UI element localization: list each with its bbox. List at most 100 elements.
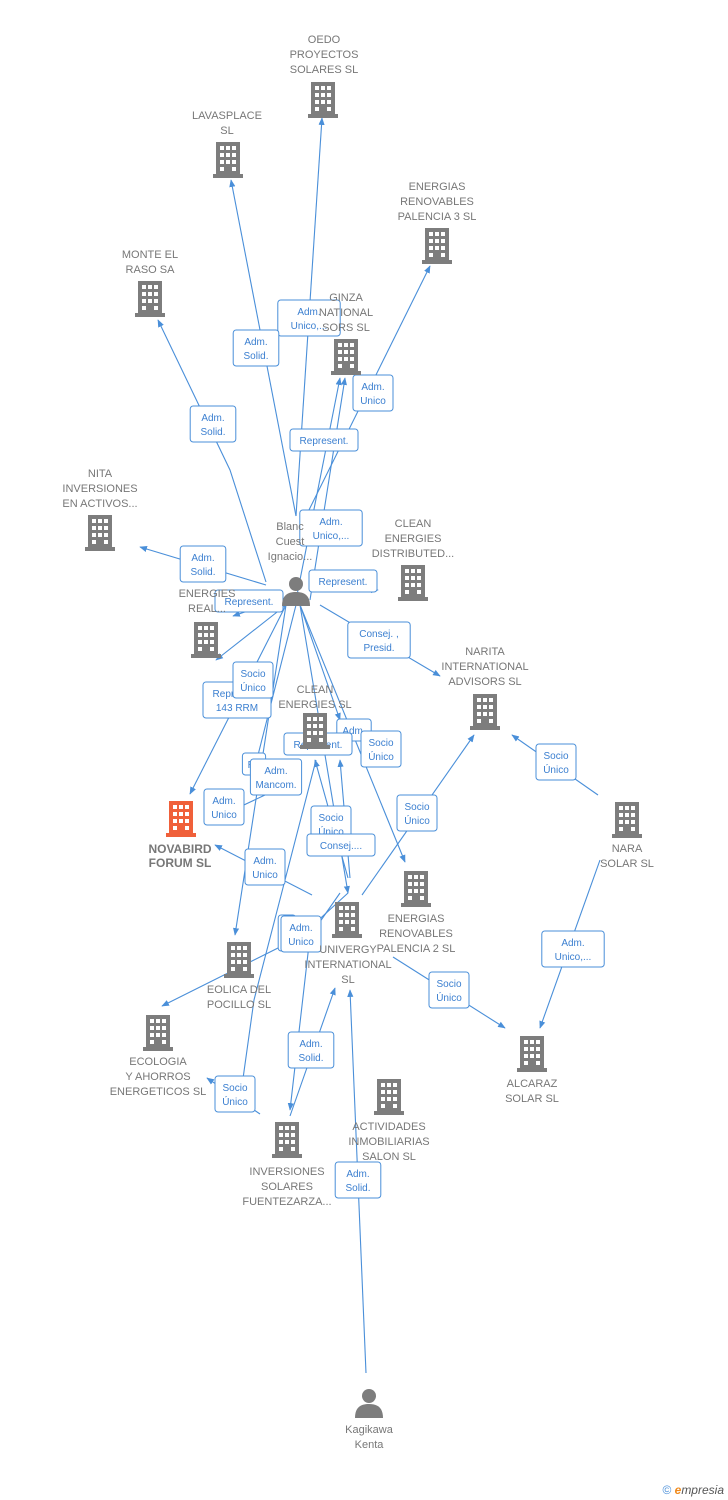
node-label: RASO SA bbox=[126, 264, 176, 276]
edge-label-text: Único bbox=[368, 750, 394, 763]
node-label: SOLAR SL bbox=[600, 858, 654, 870]
edge-label-17[interactable]: Adm.Mancom. bbox=[249, 758, 303, 796]
edge-label-text: Socio bbox=[368, 738, 393, 749]
edge-label-text: Adm. bbox=[201, 413, 224, 424]
empresia-footer[interactable]: © empresia bbox=[662, 1483, 724, 1497]
building-icon bbox=[272, 1122, 302, 1158]
node-label: Kenta bbox=[355, 1439, 385, 1451]
edge-label-text: Adm. bbox=[191, 553, 214, 564]
empresia-logo: empresia bbox=[674, 1483, 724, 1497]
edge-label-text: 143 RRM bbox=[216, 703, 258, 714]
edge-label-24[interactable]: Adm.Unico bbox=[280, 915, 322, 953]
node-cleandist[interactable]: CLEANENERGIESDISTRIBUTED... bbox=[372, 518, 455, 601]
edge-label-text: Solid. bbox=[243, 351, 268, 362]
node-label: RENOVABLES bbox=[400, 196, 474, 208]
node-blanco[interactable]: BlancCuestIgnacio... bbox=[268, 521, 313, 606]
edge-label-7[interactable]: Represent. bbox=[308, 569, 378, 593]
node-label: INTERNATIONAL bbox=[304, 959, 391, 971]
edge-label-28[interactable]: Adm.Solid. bbox=[287, 1031, 335, 1069]
edge-label-text: Socio bbox=[222, 1083, 247, 1094]
edge-label-text: Único bbox=[404, 814, 430, 827]
node-label: ALCARAZ bbox=[507, 1078, 558, 1090]
edge-label-2[interactable]: Adm.Unico bbox=[352, 374, 394, 412]
edge-label-text: Único bbox=[222, 1095, 248, 1108]
node-label: INTERNATIONAL bbox=[441, 661, 528, 673]
edge-label-text: Unico bbox=[360, 396, 386, 407]
edge-labels-layer: Adm.Unico,...Adm.Solid.Adm.UnicoAdm.Soli… bbox=[179, 299, 605, 1199]
edge-label-6[interactable]: Adm. Solid. bbox=[179, 545, 227, 583]
node-label: NATIONAL bbox=[319, 307, 373, 319]
edge-label-22[interactable]: Adm.Unico bbox=[244, 848, 286, 886]
edge-label-text: Represent. bbox=[225, 597, 274, 608]
building-icon bbox=[143, 1015, 173, 1051]
node-label: UNIVERGY bbox=[319, 944, 377, 956]
edge-label-text: Presid. bbox=[363, 643, 394, 654]
building-icon bbox=[470, 694, 500, 730]
node-fuentezarza[interactable]: INVERSIONESSOLARESFUENTEZARZA... bbox=[242, 1122, 332, 1208]
edge-label-text: Adm. bbox=[244, 337, 267, 348]
edge-label-text: Solid. bbox=[190, 567, 215, 578]
edge-label-text: Adm. bbox=[319, 517, 342, 528]
node-label: NOVABIRD bbox=[148, 842, 211, 856]
node-label: ENERGIAS bbox=[388, 913, 445, 925]
edge-label-text: Adm. bbox=[289, 923, 312, 934]
edge-label-20[interactable]: Consej.... bbox=[306, 833, 376, 857]
edge-label-9[interactable]: Consej. ,Presid. bbox=[347, 621, 411, 659]
edge-line-3 bbox=[157, 319, 267, 583]
edge-line-4 bbox=[295, 377, 342, 601]
person-icon bbox=[355, 1389, 383, 1418]
edge-label-text: Unico,... bbox=[291, 321, 328, 332]
edge-label-18[interactable]: Adm.Unico bbox=[203, 788, 245, 826]
node-label: CLEAN bbox=[395, 518, 432, 530]
edge-label-25[interactable]: Adm.Unico,... bbox=[541, 930, 605, 968]
building-icon bbox=[85, 515, 115, 551]
node-monte[interactable]: MONTE EL RASO SA bbox=[122, 249, 178, 317]
edge-label-1[interactable]: Adm. Solid. bbox=[232, 329, 280, 367]
edge-label-4[interactable]: Represent. bbox=[289, 428, 359, 452]
building-icon bbox=[224, 942, 254, 978]
edge-label-text: Unico,... bbox=[555, 952, 592, 963]
edge-label-0[interactable]: Adm. Unico,... bbox=[277, 299, 341, 337]
edge-label-5[interactable]: Adm.Unico,... bbox=[299, 509, 363, 547]
edge-label-30[interactable]: Adm.Solid. bbox=[334, 1161, 382, 1199]
edge-label-text: Adm. bbox=[297, 307, 320, 318]
node-nara[interactable]: NARA SOLAR SL bbox=[600, 802, 654, 870]
edge-line-16 bbox=[254, 604, 297, 764]
node-alcaraz[interactable]: ALCARAZ SOLAR SL bbox=[505, 1036, 559, 1105]
node-label: NARA bbox=[612, 843, 643, 855]
node-label: ENERGIES SL bbox=[278, 699, 351, 711]
node-cleanenergies[interactable]: CLEAN ENERGIES SL bbox=[278, 684, 352, 749]
edge-label-text: Unico bbox=[211, 810, 237, 821]
node-label: CLEAN bbox=[297, 684, 334, 696]
node-energiesreal[interactable]: ENERGIESREAL... bbox=[179, 588, 236, 658]
node-label: Ignacio... bbox=[268, 551, 313, 563]
edge-label-3[interactable]: Adm.Solid. bbox=[189, 405, 237, 443]
building-icon bbox=[398, 565, 428, 601]
node-label: FUENTEZARZA... bbox=[242, 1196, 331, 1208]
edge-label-text: Represent. bbox=[319, 577, 368, 588]
edge-label-text: Unico bbox=[252, 870, 278, 881]
node-label: ENERGETICOS SL bbox=[110, 1086, 207, 1098]
node-label: MONTE EL bbox=[122, 249, 178, 261]
node-label: SOLAR SL bbox=[505, 1093, 559, 1105]
